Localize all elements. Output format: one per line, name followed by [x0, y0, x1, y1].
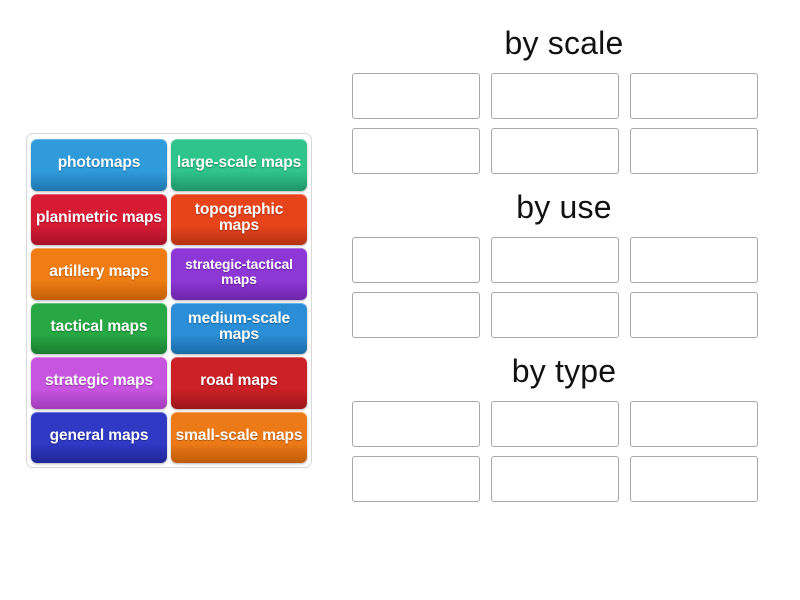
word-tile-label: road maps: [200, 372, 278, 390]
drop-slot[interactable]: [491, 237, 619, 284]
category-group: by use: [352, 188, 776, 339]
category-group: by type: [352, 352, 776, 503]
category-list: by scale by use by type: [352, 24, 776, 516]
word-tile[interactable]: road maps: [171, 357, 307, 409]
drop-slot[interactable]: [491, 73, 619, 120]
drop-slot[interactable]: [630, 128, 758, 175]
word-tile-label: medium-scale maps: [187, 309, 291, 344]
drop-slot[interactable]: [630, 237, 758, 284]
drop-slot[interactable]: [352, 128, 480, 175]
category-title: by scale: [504, 25, 624, 61]
drop-slot[interactable]: [352, 73, 480, 120]
word-tile-label: small-scale maps: [175, 426, 303, 444]
word-tile-label: large-scale maps: [176, 154, 302, 172]
word-tile[interactable]: strategic maps: [31, 357, 167, 409]
word-tile-label: strategic-tactical maps: [185, 256, 293, 287]
drop-slot[interactable]: [352, 237, 480, 284]
word-tile[interactable]: topographic maps: [171, 193, 307, 245]
drop-slot[interactable]: [491, 292, 619, 339]
drop-slot[interactable]: [352, 401, 480, 448]
word-tile[interactable]: general maps: [31, 411, 167, 463]
word-tile[interactable]: medium-scale maps: [171, 302, 307, 354]
word-tile-label: general maps: [49, 426, 149, 444]
drop-slot[interactable]: [491, 401, 619, 448]
category-title: by use: [516, 189, 612, 226]
drop-slot[interactable]: [630, 456, 758, 503]
drop-slot-grid: [352, 237, 776, 339]
word-tile-label: tactical maps: [50, 317, 148, 335]
drop-slot[interactable]: [352, 456, 480, 503]
word-tile-label: strategic maps: [44, 372, 153, 390]
category-group: by scale: [352, 24, 776, 175]
word-tile[interactable]: large-scale maps: [171, 139, 307, 191]
drop-slot[interactable]: [630, 292, 758, 339]
word-bank-panel: photomaps large-scale maps planimetric map…: [26, 133, 312, 468]
drop-slot[interactable]: [352, 292, 480, 339]
word-tile-label: planimetric maps: [36, 208, 162, 226]
drop-slot-grid: [352, 73, 776, 175]
word-tile[interactable]: photomaps: [31, 139, 167, 191]
drop-slot[interactable]: [491, 128, 619, 175]
word-tile[interactable]: artillery maps: [31, 248, 167, 300]
word-tile[interactable]: strategic-tactical maps: [171, 248, 307, 300]
drop-slot[interactable]: [491, 456, 619, 503]
tile-grid: photomaps large-scale maps planimetric map…: [31, 139, 307, 463]
category-title: by type: [511, 353, 617, 390]
word-tile-label: photomaps: [57, 154, 141, 172]
drop-slot[interactable]: [630, 401, 758, 448]
word-tile-label: topographic maps: [194, 200, 284, 235]
word-tile[interactable]: tactical maps: [31, 302, 167, 354]
word-tile[interactable]: planimetric maps: [31, 193, 167, 245]
drop-slot[interactable]: [630, 73, 758, 120]
drop-slot-grid: [352, 401, 776, 503]
word-tile[interactable]: small-scale maps: [171, 411, 307, 463]
word-tile-label: artillery maps: [49, 263, 149, 281]
